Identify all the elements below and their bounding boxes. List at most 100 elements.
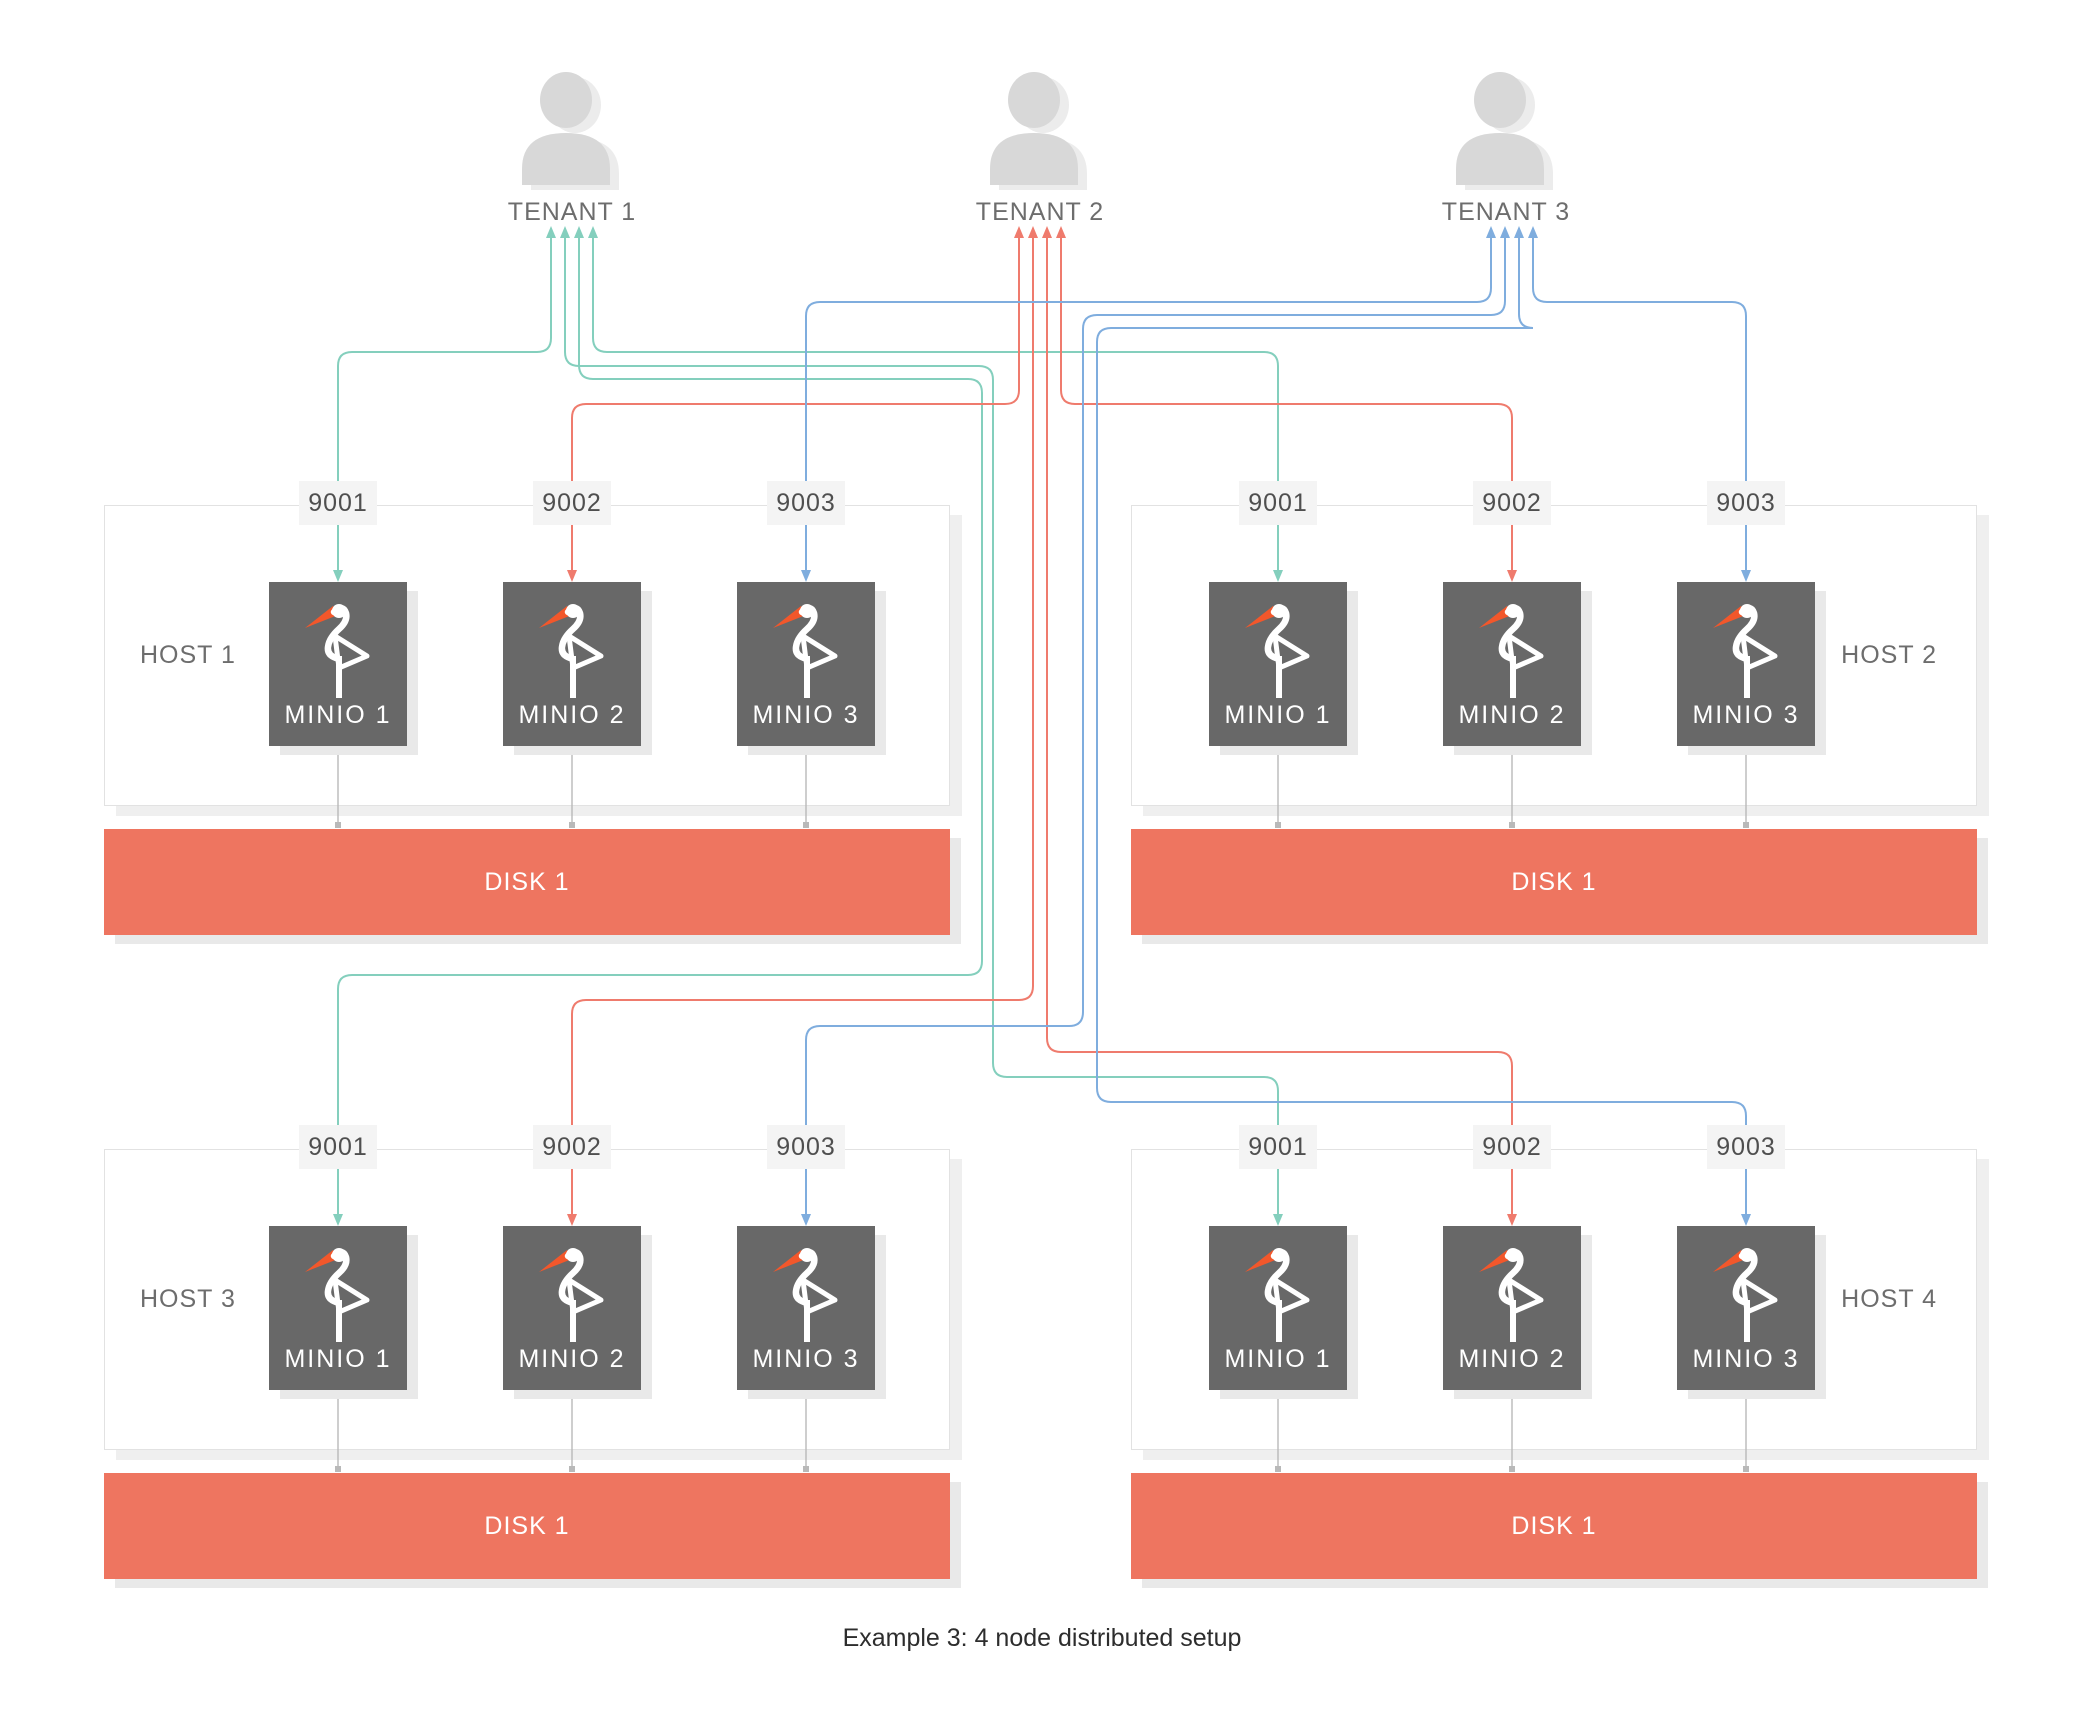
connector — [1275, 743, 1281, 828]
connector — [569, 1387, 575, 1472]
arrow-up-icon — [1028, 226, 1038, 238]
disk-bar: DISK 1 — [1131, 829, 1977, 935]
minio-node: MINIO 1 — [269, 582, 407, 746]
arrow-down-icon — [1507, 1214, 1517, 1226]
minio-stork-logo — [527, 594, 617, 698]
arrow-down-icon — [1741, 570, 1751, 582]
arrow-up-icon — [1528, 226, 1538, 238]
minio-node: MINIO 1 — [1209, 582, 1347, 746]
minio-node-label: MINIO 3 — [752, 1345, 860, 1373]
minio-stork-logo — [527, 1238, 617, 1342]
minio-node-label: MINIO 1 — [284, 1345, 392, 1373]
arrow-up-icon — [1042, 226, 1052, 238]
user-icon — [1456, 72, 1553, 190]
minio-stork-logo — [1467, 594, 1557, 698]
arrow-down-icon — [1741, 1214, 1751, 1226]
arrow-down-icon — [333, 1214, 343, 1226]
wire-tenant1-host3-9001 — [337, 238, 983, 1214]
minio-node: MINIO 1 — [1209, 1226, 1347, 1390]
tenant-label: TENANT 3 — [1441, 198, 1571, 226]
arrow-down-icon — [567, 1214, 577, 1226]
wire-tenant3-host4-9003 — [1096, 238, 1747, 1214]
minio-stork-logo — [761, 594, 851, 698]
disk-bar: DISK 1 — [1131, 1473, 1977, 1579]
minio-node: MINIO 3 — [1677, 582, 1815, 746]
connector — [1509, 1387, 1515, 1472]
tenant-2: TENANT 2 — [930, 72, 1150, 227]
minio-stork-logo — [293, 594, 383, 698]
minio-node-label: MINIO 2 — [1458, 1345, 1566, 1373]
port-badge: 9002 — [1473, 481, 1551, 525]
arrow-up-icon — [588, 226, 598, 238]
minio-node: MINIO 3 — [737, 582, 875, 746]
minio-node-label: MINIO 2 — [518, 701, 626, 729]
disk-label: DISK 1 — [484, 1512, 570, 1540]
connector — [569, 743, 575, 828]
port-badge: 9003 — [1707, 481, 1785, 525]
disk-bar: DISK 1 — [104, 829, 950, 935]
arrow-up-icon — [1056, 226, 1066, 238]
wire-tenant3-host2-9003 — [1532, 238, 1747, 570]
port-badge: 9003 — [1707, 1125, 1785, 1169]
arrowheads-down-row1 — [333, 570, 1751, 582]
arrow-down-icon — [1507, 570, 1517, 582]
arrow-up-icon — [546, 226, 556, 238]
minio-node-label: MINIO 1 — [284, 701, 392, 729]
arrowheads-up — [546, 226, 1538, 238]
port-badge: 9002 — [533, 1125, 611, 1169]
arrow-up-icon — [1514, 226, 1524, 238]
wire-tenant2-host4-9002 — [1046, 238, 1513, 1214]
wire-tenant1-host1-9001 — [337, 238, 552, 570]
arrow-down-icon — [801, 1214, 811, 1226]
disk-label: DISK 1 — [1511, 1512, 1597, 1540]
port-badge: 9001 — [1239, 1125, 1317, 1169]
minio-node-label: MINIO 1 — [1224, 701, 1332, 729]
host-label: HOST 1 — [140, 641, 236, 669]
user-icon — [990, 72, 1087, 190]
minio-stork-logo — [1467, 1238, 1557, 1342]
minio-stork-logo — [293, 1238, 383, 1342]
port-badge: 9001 — [1239, 481, 1317, 525]
minio-stork-logo — [1233, 1238, 1323, 1342]
minio-node: MINIO 3 — [737, 1226, 875, 1390]
minio-node: MINIO 2 — [1443, 582, 1581, 746]
arrow-up-icon — [1014, 226, 1024, 238]
disk-label: DISK 1 — [1511, 868, 1597, 896]
diagram-caption: Example 3: 4 node distributed setup — [842, 1624, 1242, 1652]
connector — [1743, 1387, 1749, 1472]
arrowheads-down-row2 — [333, 1214, 1751, 1226]
minio-stork-logo — [1233, 594, 1323, 698]
minio-node: MINIO 2 — [503, 1226, 641, 1390]
tenant-label: TENANT 1 — [507, 198, 637, 226]
wire-tenant2-host1-9002 — [571, 238, 1020, 570]
minio-node-label: MINIO 3 — [1692, 1345, 1800, 1373]
connector — [1509, 743, 1515, 828]
disk-label: DISK 1 — [484, 868, 570, 896]
minio-node: MINIO 3 — [1677, 1226, 1815, 1390]
arrow-down-icon — [333, 570, 343, 582]
port-badge: 9002 — [533, 481, 611, 525]
wire-tenant2-host3-9002 — [571, 238, 1034, 1214]
arrow-up-icon — [560, 226, 570, 238]
connector — [803, 1387, 809, 1472]
port-badge: 9002 — [1473, 1125, 1551, 1169]
wire-tenant1-host4-9001 — [564, 238, 1279, 1214]
connector — [335, 1387, 341, 1472]
minio-node-label: MINIO 1 — [1224, 1345, 1332, 1373]
host-label: HOST 2 — [1841, 641, 1937, 669]
arrow-down-icon — [801, 570, 811, 582]
arrow-up-icon — [574, 226, 584, 238]
arrow-down-icon — [1273, 570, 1283, 582]
port-badge: 9003 — [767, 481, 845, 525]
disk-bar: DISK 1 — [104, 1473, 950, 1579]
tenant-label: TENANT 2 — [975, 198, 1105, 226]
wire-tenant1-host2-9001 — [592, 238, 1279, 570]
wire-tenant2-host2-9002 — [1060, 238, 1513, 570]
tenant-3: TENANT 3 — [1396, 72, 1616, 227]
minio-node-label: MINIO 3 — [1692, 701, 1800, 729]
tenant-1: TENANT 1 — [462, 72, 682, 227]
minio-node-label: MINIO 2 — [1458, 701, 1566, 729]
minio-node-label: MINIO 3 — [752, 701, 860, 729]
